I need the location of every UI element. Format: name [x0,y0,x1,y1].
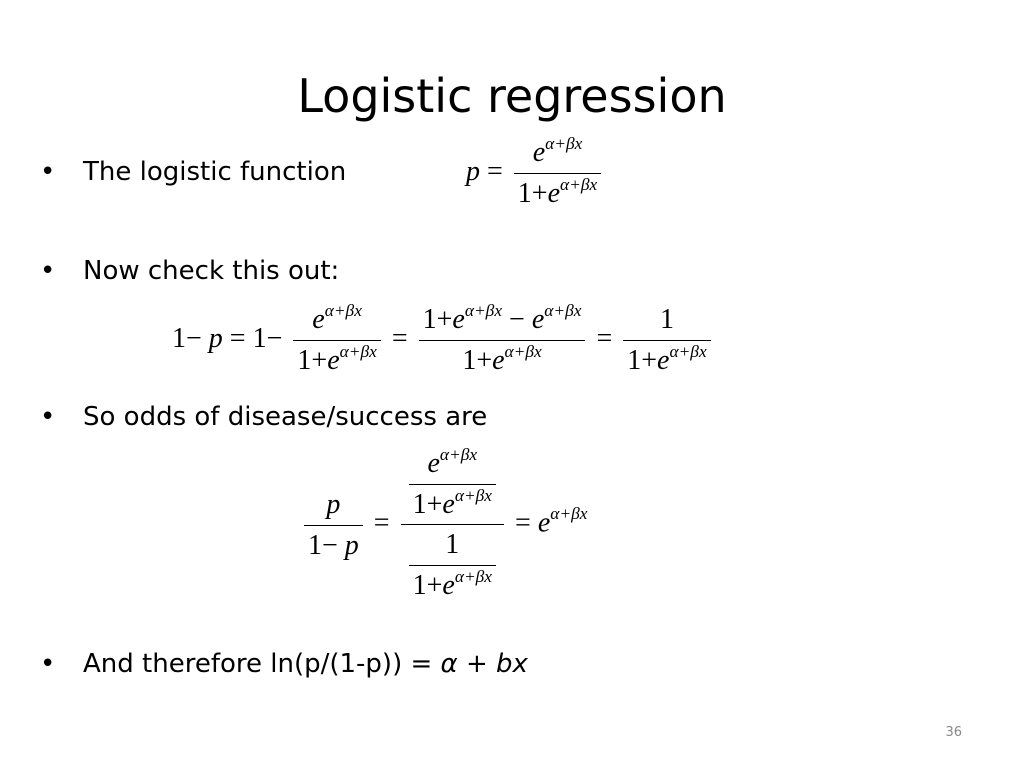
eq-equals: = [487,155,503,187]
eq-p: p [344,529,359,561]
bullet-dot: • [40,402,56,432]
eq-fraction: p 1− p [304,489,363,562]
eq-one-plus: 1+ [627,345,658,376]
eq-equals: = [391,322,408,354]
odds-equation: p 1− p = eα+βx 1+eα+βx 1 1+eα+βx = eα+βx [300,444,588,602]
eq-denominator: 1− p [304,526,363,562]
eq-exponent: α+βx [439,444,478,464]
eq-one-plus: 1+ [462,345,493,376]
eq-e: e [442,570,455,601]
eq-e: e [532,137,546,168]
eq-minus: − [509,304,525,335]
eq-one-minus: 1− [308,529,338,561]
eq-equals: = [515,507,531,539]
eq-one-plus: 1+ [412,489,443,520]
bullet-logistic-function: • The logistic function [40,156,346,188]
eq-exponent: α+βx [464,300,503,320]
eq-denominator: 1+eα+βx [514,174,601,210]
eq-one-minus: 1− [172,322,202,354]
eq-denominator: 1+eα+βx [419,341,586,377]
eq-denominator: 1+eα+βx [623,341,710,377]
eq-exponent: α+βx [544,300,582,320]
eq-exponent: α+βx [324,300,362,320]
eq-exponent: α+βx [504,341,542,361]
eq-numerator: eα+βx [513,133,602,174]
conclusion-math: α + bx [440,649,528,679]
eq-e: e [452,304,465,335]
eq-denominator: 1+eα+βx [409,566,496,602]
eq-numerator: 1 [408,529,497,566]
eq-e: e [531,304,545,335]
eq-fraction: 1+eα+βx − eα+βx 1+eα+βx [418,300,586,377]
eq-numerator: p [304,489,363,526]
eq-numerator: eα+βx [408,444,497,485]
eq-one: 1 [445,529,460,560]
slide-title: Logistic regression [297,69,727,123]
eq-e: e [312,304,325,335]
bullet-text: Now check this out: [83,256,340,286]
eq-numerator: 1 [623,304,711,341]
eq-fraction: eα+βx 1+eα+βx [513,133,602,210]
eq-one-minus: 1− [252,322,283,354]
bullet-text: And therefore ln(p/(1-p)) = [83,649,441,679]
eq-one: 1 [659,304,674,335]
logistic-function-equation: p = eα+βx 1+eα+βx [466,133,605,210]
eq-e: e [327,345,340,376]
bullet-text: The logistic function [83,157,347,187]
bullet-odds: • So odds of disease/success are [40,401,487,433]
bullet-dot: • [40,157,56,187]
eq-exponent: α+βx [669,341,707,361]
eq-one-plus: 1+ [517,178,548,209]
eq-inner-fraction: 1 1+eα+βx [408,529,497,602]
eq-e: e [657,345,670,376]
eq-exponent: α+βx [560,174,598,194]
bullet-therefore: • And therefore ln(p/(1-p)) = α + bx [40,648,528,680]
eq-denominator: 1 1+eα+βx [401,525,504,602]
eq-fraction: eα+βx 1+eα+βx [293,300,381,377]
eq-p: p [208,322,223,354]
eq-equals: = [229,322,246,354]
eq-denominator: 1+eα+βx [293,341,380,377]
bullet-text: So odds of disease/success are [83,402,488,432]
eq-compound-fraction: eα+βx 1+eα+βx 1 1+eα+βx [400,444,505,602]
eq-e: e [537,507,551,539]
page-number: 36 [945,725,962,740]
eq-e: e [547,178,561,209]
eq-exponent: α+βx [339,341,377,361]
eq-numerator: 1+eα+βx − eα+βx [418,300,586,341]
eq-exponent: α+βx [454,485,493,505]
eq-equals: = [596,322,613,354]
eq-e: e [427,448,440,479]
bullet-dot: • [40,649,56,679]
eq-exponent: α+βx [545,133,583,153]
eq-p: p [466,155,480,187]
eq-e: e [442,489,455,520]
eq-one-plus: 1+ [412,570,443,601]
eq-p: p [326,488,341,520]
bullet-check-this-out: • Now check this out: [40,255,339,287]
eq-one-plus: 1+ [422,304,453,335]
eq-inner-fraction: eα+βx 1+eα+βx [408,444,497,521]
eq-fraction: 1 1+eα+βx [623,304,711,377]
eq-denominator: 1+eα+βx [409,485,496,521]
eq-numerator: eα+βx 1+eα+βx [400,444,505,525]
eq-numerator: eα+βx [293,300,381,341]
bullet-dot: • [40,256,56,286]
eq-one-plus: 1+ [297,345,328,376]
eq-exponent: α+βx [550,504,588,524]
eq-exponent: α+βx [454,566,493,586]
eq-e: e [492,345,505,376]
eq-equals: = [373,507,390,539]
one-minus-p-equation: 1− p = 1− eα+βx 1+eα+βx = 1+eα+βx − eα+β… [172,300,715,377]
